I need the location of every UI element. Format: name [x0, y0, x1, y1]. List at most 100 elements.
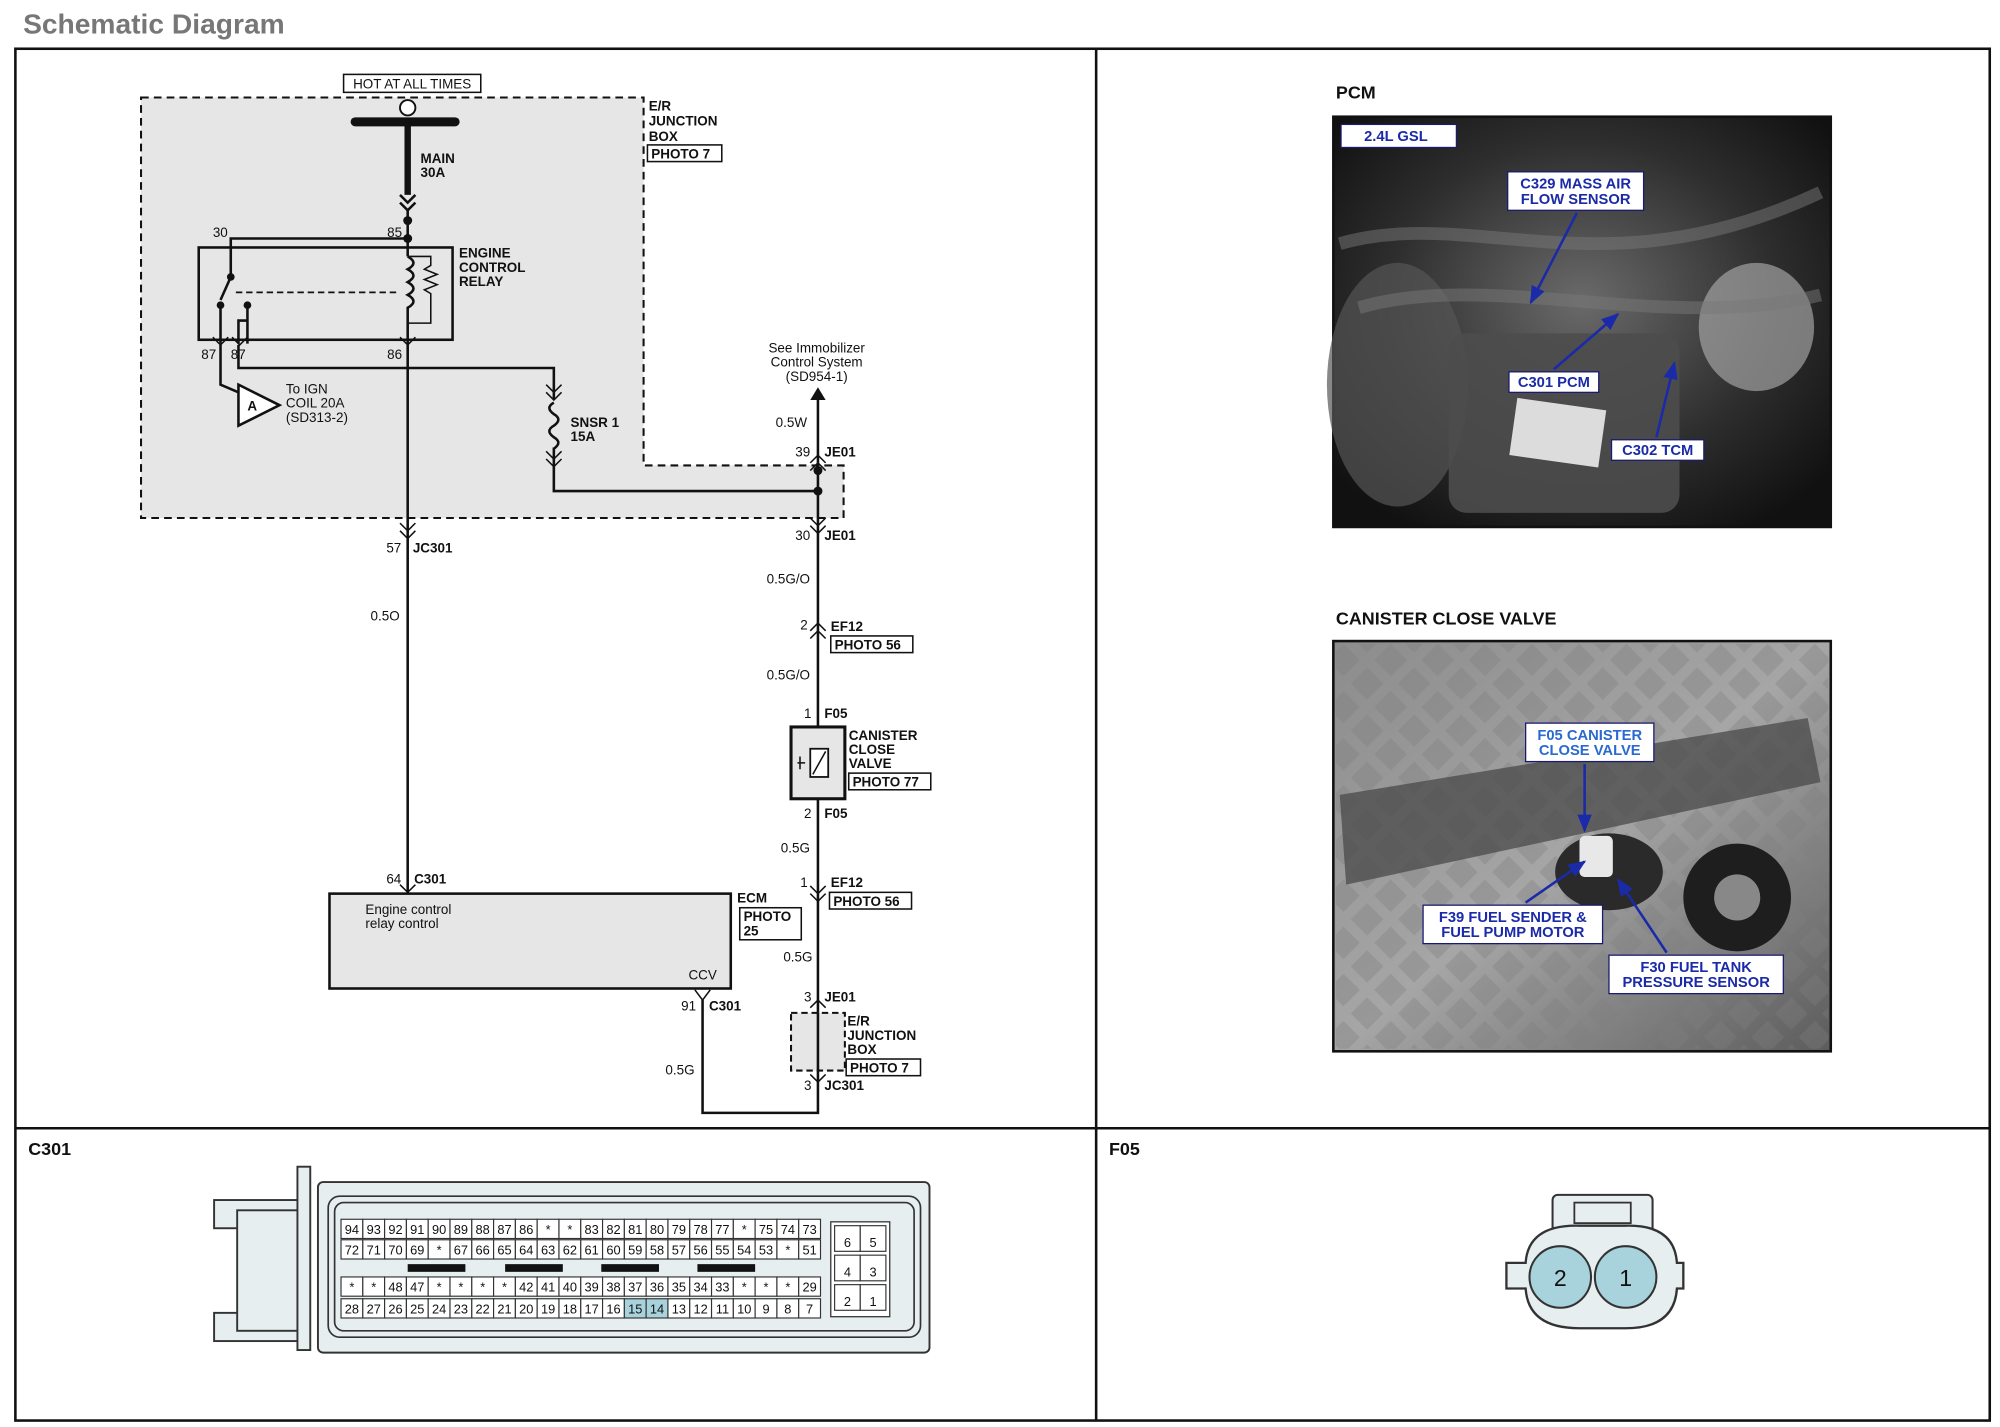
connector-pin-number: 2 — [800, 618, 807, 633]
pin-cell-box — [798, 1239, 822, 1260]
pin-number: 90 — [432, 1222, 446, 1237]
pin-number: 23 — [454, 1302, 468, 1317]
wire-color-label: 0.5G — [665, 1062, 694, 1077]
pin-number: 1 — [870, 1294, 877, 1309]
pin-cell: 69 — [405, 1239, 429, 1260]
pin-number: 29 — [802, 1280, 816, 1295]
pin-cell: * — [362, 1276, 386, 1297]
photo-ref-label: 25 — [744, 923, 759, 938]
pin-number: * — [349, 1280, 354, 1295]
pin-number: * — [785, 1243, 790, 1258]
f05-pin-number: 1 — [1619, 1265, 1632, 1291]
pin-number: 9 — [762, 1302, 769, 1317]
connector-pin-number: 64 — [386, 871, 401, 886]
photo-ref-label: PHOTO 77 — [853, 775, 919, 790]
pin-cell: 86 — [514, 1218, 538, 1240]
fuel-sender-label: FUEL PUMP MOTOR — [1441, 925, 1585, 941]
pin-number: 33 — [715, 1280, 729, 1295]
pin-cell: 14 — [645, 1298, 669, 1319]
pin-number: 56 — [694, 1243, 708, 1258]
pin-number: * — [480, 1280, 485, 1295]
pin-cell: * — [536, 1218, 560, 1240]
f05-pin-1 — [1593, 1245, 1658, 1309]
pin-number: 63 — [541, 1243, 555, 1258]
wire-color-label: 0.5G/O — [767, 571, 810, 586]
pin-cell: * — [558, 1218, 582, 1240]
pin-number: 35 — [672, 1280, 686, 1295]
c301-connector-title: C301 — [28, 1139, 71, 1159]
connector-neck — [236, 1209, 303, 1332]
ign-coil-off-page-marker — [237, 382, 283, 428]
pin-cell-box — [798, 1218, 822, 1240]
page-title: Schematic Diagram — [23, 7, 285, 39]
pin-number: 15 — [628, 1302, 642, 1317]
er-junction-box-label: JUNCTION — [649, 114, 718, 129]
pin-cell: 80 — [645, 1218, 669, 1240]
pin-cell: 1 — [859, 1284, 887, 1311]
pin-number: 59 — [628, 1243, 642, 1258]
f05-pin-2 — [1528, 1245, 1593, 1309]
pin-number: 6 — [844, 1235, 851, 1250]
pin-number: 71 — [367, 1243, 381, 1258]
pin-number: 86 — [519, 1222, 533, 1237]
pin-number: 38 — [606, 1280, 620, 1295]
connector-id: C301 — [414, 871, 447, 886]
pin-cell: 89 — [449, 1218, 473, 1240]
relay-pin-87: 87 — [201, 347, 216, 362]
pin-number: 51 — [802, 1243, 816, 1258]
bus-terminal — [399, 99, 417, 117]
relay-pin-85: 85 — [387, 225, 402, 240]
connector-shroud — [333, 1201, 915, 1332]
pin-number: 24 — [432, 1302, 446, 1317]
pin-number: * — [546, 1222, 551, 1237]
pin-number: 54 — [737, 1243, 751, 1258]
pin-number: * — [785, 1280, 790, 1295]
pin-cell: 25 — [405, 1298, 429, 1319]
pin-number: 8 — [784, 1302, 791, 1317]
pin-number: 91 — [410, 1222, 424, 1237]
pin-cell: 92 — [384, 1218, 407, 1240]
pin-number: 58 — [650, 1243, 664, 1258]
pin-number: 77 — [715, 1222, 729, 1237]
pin-number: 39 — [585, 1280, 599, 1295]
connector-id: EF12 — [831, 875, 863, 890]
pin-cell: 88 — [471, 1218, 495, 1240]
pin-cell: 75 — [754, 1218, 778, 1240]
pin-number: * — [437, 1280, 442, 1295]
pin-number: 27 — [367, 1302, 381, 1317]
pin-number: 93 — [367, 1222, 381, 1237]
ign-coil-label: (SD313-2) — [286, 410, 348, 425]
photo-ref-label: PHOTO 7 — [850, 1060, 909, 1075]
fuel-sender-label: F39 FUEL SENDER & — [1439, 910, 1587, 926]
pin-cell: 41 — [536, 1276, 560, 1297]
pin-cell: 10 — [732, 1298, 756, 1319]
canister-valve-label: CLOSE — [849, 742, 895, 757]
snsr-fuse — [548, 401, 560, 450]
pin-cell: 91 — [405, 1218, 429, 1240]
main-fuse-label: MAIN — [421, 151, 455, 166]
connector-lock — [1573, 1201, 1632, 1225]
pin-cell: * — [471, 1276, 495, 1297]
f05-connector-title: F05 — [1109, 1139, 1140, 1159]
connector-id: F05 — [824, 806, 848, 821]
pin-number: 92 — [388, 1222, 402, 1237]
pin-number: * — [371, 1280, 376, 1295]
pin-number: 73 — [802, 1222, 816, 1237]
connector-id: JC301 — [824, 1078, 864, 1093]
pin-number: * — [458, 1280, 463, 1295]
immobilizer-reference: Control System — [771, 355, 863, 370]
er-junction-box-label: E/R — [847, 1014, 870, 1029]
pin-number: 66 — [476, 1243, 490, 1258]
pin-cell: * — [427, 1239, 451, 1260]
photo-ref-tag — [646, 144, 723, 163]
pin-number: 48 — [388, 1280, 402, 1295]
engine-tag — [1340, 123, 1458, 149]
relay-label: RELAY — [459, 274, 503, 289]
pin-number: 65 — [497, 1243, 511, 1258]
ecm-module — [328, 892, 733, 990]
pin-number: 28 — [345, 1302, 359, 1317]
connector-id: JC301 — [413, 541, 453, 556]
pin-number: 74 — [781, 1222, 795, 1237]
relay-coil — [405, 255, 415, 344]
pin-cell: 66 — [471, 1239, 495, 1260]
